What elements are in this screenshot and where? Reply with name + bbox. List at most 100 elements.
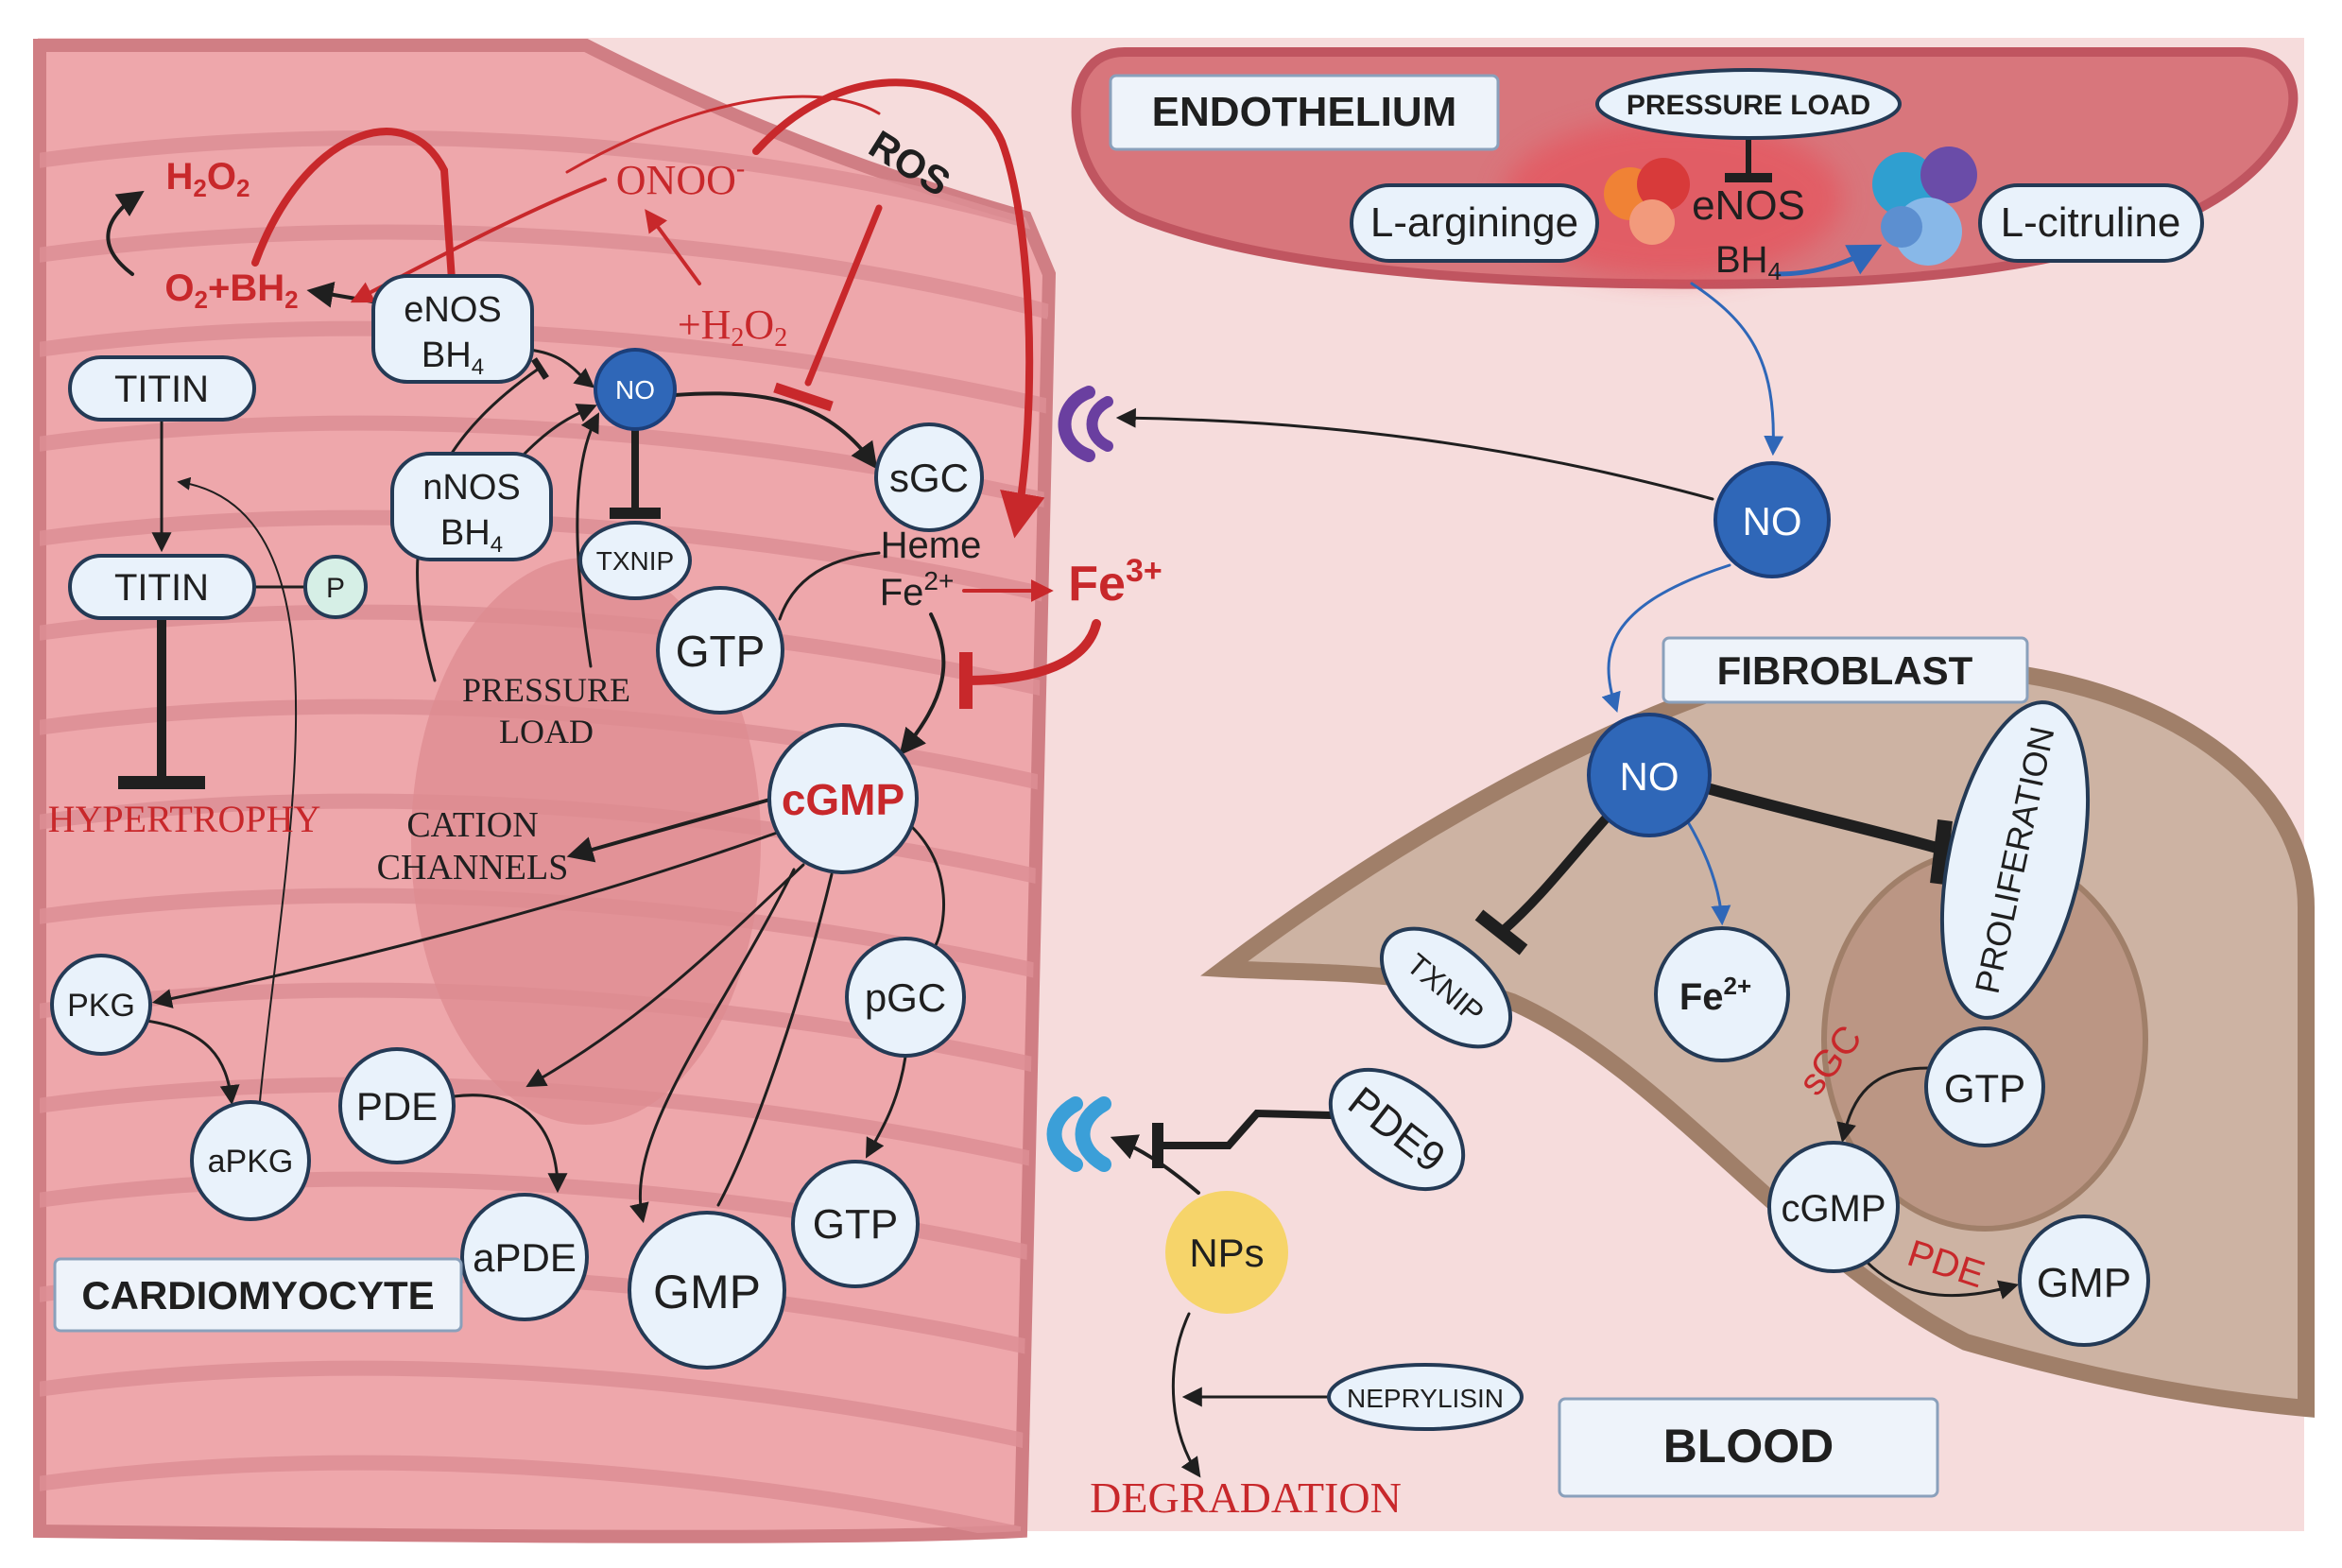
fibro-no-to-fe2 [1685, 818, 1731, 926]
load-label: LOAD [499, 713, 594, 750]
gmp-label: GMP [653, 1266, 761, 1318]
cgmp-to-gmp [629, 868, 796, 1224]
cardio-no-node [594, 348, 677, 431]
fibro-gtp-to-cgmp [1836, 1066, 1930, 1144]
fibro-cgmp-to-gmp [1865, 1260, 2020, 1300]
endothelium-no-label: NO [1743, 499, 1802, 543]
fibro-fe2-label: Fe2+ [1679, 972, 1751, 1018]
pgc-label: pGC [865, 975, 946, 1020]
degradation-label: DEGRADATION [1090, 1473, 1402, 1522]
fibro-no-inhibit-txnip-bar [1474, 909, 1528, 956]
fibro-no-inhibit-txnip [1498, 813, 1611, 936]
fibro-no-inhibit-proliferation-bar [1930, 819, 1953, 885]
cardiomyocyte-label-box [53, 1257, 463, 1333]
cgmp-to-pgc [910, 825, 945, 947]
endothelium-label-box [1109, 74, 1500, 151]
heme-label: Heme [881, 525, 982, 566]
pressure-to-no [576, 412, 599, 668]
blood-label-box [1558, 1397, 1939, 1498]
titin-mid-label: TITIN [114, 567, 209, 609]
arc-onoo-to-fe3 [752, 78, 1045, 539]
apkg-label: aPKG [208, 1144, 294, 1180]
endothelium-enos-label: eNOS [1692, 182, 1805, 229]
channels-label: CHANNELS [377, 848, 569, 887]
fibroblast-label: FIBROBLAST [1717, 648, 1973, 693]
enos-arc-top [565, 95, 881, 174]
pkg-label: PKG [67, 988, 135, 1024]
pde9-node [1328, 1067, 1466, 1192]
pde-to-apde [452, 1094, 568, 1194]
titin-top-label: TITIN [114, 369, 209, 410]
cardio-cgmp-label: cGMP [782, 775, 904, 824]
pkg-node [50, 954, 152, 1056]
heme-to-cgmp [899, 612, 946, 756]
cgmp-to-cation [566, 797, 775, 863]
cardio-enos-node [371, 274, 534, 384]
apkg-to-titin [177, 476, 298, 1102]
cardio-no-label: NO [615, 375, 655, 405]
fibro-no-inhibit-proliferation [1705, 784, 1953, 856]
nps-label: NPs [1189, 1231, 1264, 1275]
cation-label: CATION [406, 805, 538, 845]
l-citrulline-label: L-citruline [2001, 199, 2181, 246]
cardio-txnip-node [578, 521, 692, 600]
l-citrulline-node [1978, 183, 2204, 263]
blood-content: PDE9 NPs NEPRYLISIN DEGRADATION BLOOD [1046, 386, 1939, 1522]
gtp2-label: GTP [813, 1201, 898, 1248]
cardio-nnos-bh4-label: BH4 [440, 513, 503, 558]
l-arginine-label: L-argininge [1370, 199, 1578, 246]
h2o2-label: H2O2 [166, 156, 250, 202]
pressure-label: PRESSURE [462, 671, 630, 709]
apde-label: aPDE [473, 1235, 577, 1280]
pressure-load-endo-label: PRESSURE LOAD [1627, 90, 1870, 121]
fibroblast-label-box [1662, 636, 2029, 704]
enos-enzyme-icon [1604, 158, 1690, 245]
plus-h2o2-label: +H2O2 [678, 302, 787, 353]
cardio-gtp-label: GTP [676, 627, 766, 676]
no-receptor-icon [1058, 386, 1113, 462]
apde-node [460, 1193, 589, 1321]
endo-to-no [1690, 282, 1784, 457]
fibro-gtp-label: GTP [1944, 1066, 2025, 1111]
endo-enos-to-citrulline [1774, 244, 1883, 277]
fibro-gmp-label: GMP [2037, 1260, 2131, 1306]
phosphate-node [303, 555, 368, 619]
cardio-cgmp-node [767, 723, 919, 874]
onoo-label: ONOO- [616, 154, 745, 203]
titin-mid-node [68, 554, 256, 620]
cardiomyocyte-content: H2O2 O2+BH2 ONOO- ROS +H2O2 eNOS BH4 nNO… [48, 122, 1162, 1370]
no-to-cardio-receptor [1115, 407, 1714, 501]
fe3-label: Fe3+ [1068, 553, 1162, 612]
fibro-txnip-node [1379, 926, 1513, 1049]
neprylisin-label: NEPRYLISIN [1347, 1384, 1504, 1413]
fibro-no-label: NO [1620, 754, 1679, 799]
pressure-inhibit-enos-bar [531, 357, 549, 380]
titin-top-node [68, 355, 256, 422]
l-arginine-node [1350, 183, 1599, 263]
o2bh2-to-h2o2 [106, 190, 145, 276]
fibro-fe2-node [1654, 926, 1790, 1062]
fe3-inhibit-cgmp [961, 619, 1101, 685]
cgmp-to-gmp2 [716, 872, 834, 1207]
no-to-sgc [673, 391, 878, 470]
cardio-sgc-node [874, 422, 984, 532]
fibro-gtp-node [1924, 1026, 2045, 1147]
np-receptor-icon [1046, 1096, 1111, 1172]
fibro-gmp-node [2018, 1215, 2150, 1347]
nps-node [1165, 1191, 1288, 1314]
endothelium-content: ENDOTHELIUM PRESSURE LOAD L-argininge L-… [1109, 68, 2204, 578]
neprylisin-node [1327, 1363, 1524, 1431]
endothelium-bh4-label: BH4 [1715, 239, 1782, 285]
pgc-to-gtp2 [865, 1055, 907, 1159]
o2bh2-to-enos-inhibit-loop [251, 128, 456, 284]
pkg-to-apkg [145, 1019, 240, 1106]
cgmp-to-pde [525, 863, 805, 1088]
pde-node [338, 1047, 456, 1164]
endothelium-label: ENDOTHELIUM [1152, 89, 1457, 135]
enos-to-no [527, 348, 595, 388]
pde-label: PDE [356, 1084, 438, 1129]
cardio-gtp-node [656, 586, 784, 715]
fibro-cgmp-node [1767, 1141, 1900, 1273]
